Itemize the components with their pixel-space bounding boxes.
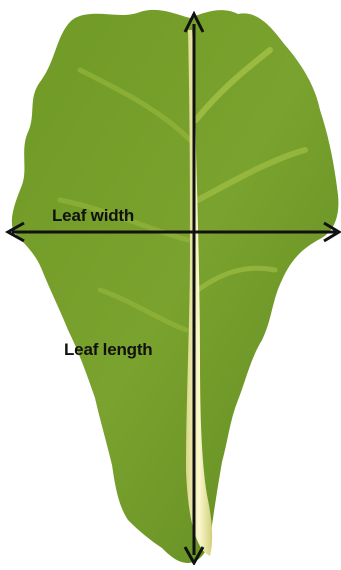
leaf-blade xyxy=(12,10,339,563)
leaf-width-label: Leaf width xyxy=(52,206,134,226)
leaf-length-label: Leaf length xyxy=(64,340,152,360)
leaf-illustration xyxy=(12,10,339,563)
